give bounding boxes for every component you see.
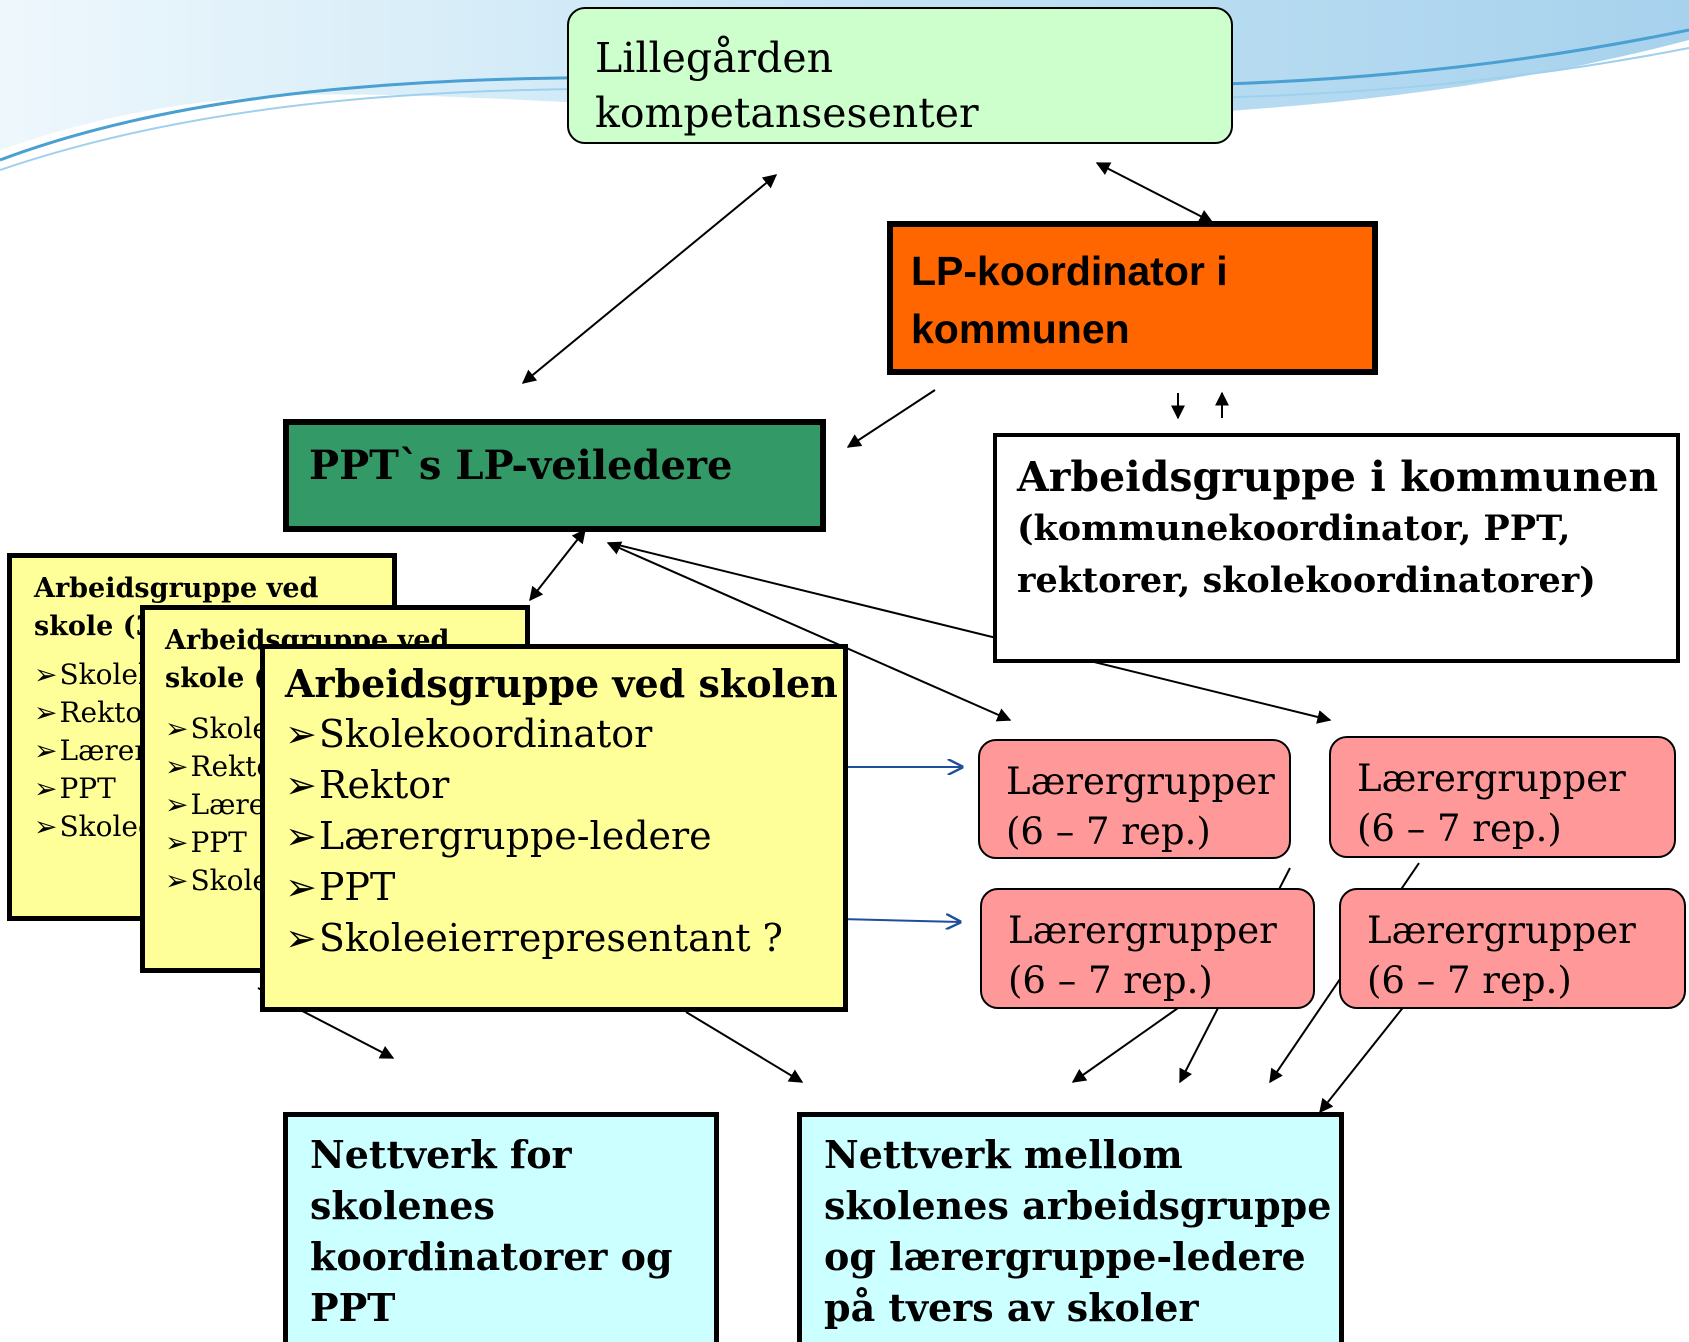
teacher-group-line1: Lærergrupper xyxy=(1367,909,1636,952)
teacher-group-line2: (6 – 7 rep.) xyxy=(1357,807,1562,850)
school-front-item: Lærergruppe-ledere xyxy=(285,811,843,862)
school-back2-title2: skole ( xyxy=(165,663,267,694)
teacher-group-line2: (6 – 7 rep.) xyxy=(1006,810,1211,853)
coordinator-line1: LP-koordinator i xyxy=(911,248,1228,294)
network-coordinators-line: koordinatorer og xyxy=(310,1234,673,1279)
municipal-group-title: Arbeidsgruppe i kommunen xyxy=(1017,453,1659,501)
top-box-competence-center: Lillegården kompetansesenter xyxy=(567,7,1233,144)
school-front-item: Skoleeierrepresentant ? xyxy=(285,913,843,964)
teacher-group-box: Lærergrupper (6 – 7 rep.) xyxy=(978,739,1291,859)
school-front-item: Rektor xyxy=(285,760,843,811)
arrow-ppt-school xyxy=(529,528,586,602)
teacher-group-line1: Lærergrupper xyxy=(1008,909,1277,952)
arrow-tg3-net2 xyxy=(1071,1007,1179,1083)
school-front-title: Arbeidsgruppe ved skolen xyxy=(285,661,838,706)
ppt-box: PPT`s LP-veiledere xyxy=(283,419,826,532)
school-back2-item: PPT xyxy=(165,824,525,862)
ppt-label: PPT`s LP-veiledere xyxy=(309,442,733,489)
school-front-item: PPT xyxy=(285,862,843,913)
network-between-line: på tvers av skoler xyxy=(824,1285,1199,1330)
school-back2-item: Skole xyxy=(165,862,525,900)
school-back1-item: Rektor xyxy=(34,694,392,732)
top-box-line1: Lillegården xyxy=(595,34,834,82)
network-coordinators-line: PPT xyxy=(310,1285,396,1330)
network-coordinators-box: Nettverk for skolenes koordinatorer og P… xyxy=(283,1112,719,1342)
teacher-group-line1: Lærergrupper xyxy=(1357,757,1626,800)
network-between-line: Nettverk mellom xyxy=(824,1132,1183,1177)
coordinator-box: LP-koordinator i kommunen xyxy=(887,221,1378,375)
network-between-box: Nettverk mellom skolenes arbeidsgruppe o… xyxy=(797,1112,1344,1342)
teacher-group-line1: Lærergrupper xyxy=(1006,760,1275,803)
network-between-line: skolenes arbeidsgruppe xyxy=(824,1183,1332,1228)
teacher-group-box: Lærergrupper (6 – 7 rep.) xyxy=(1329,736,1676,858)
municipal-work-group-box: Arbeidsgruppe i kommunen (kommunekoordin… xyxy=(993,433,1680,663)
school-back2-item: Skole xyxy=(165,710,525,748)
network-between-line: og lærergruppe-ledere xyxy=(824,1234,1306,1279)
top-box-line2: kompetansesenter xyxy=(595,89,979,137)
arrow-ppt-teacher2 xyxy=(609,542,1332,724)
teacher-group-box: Lærergrupper (6 – 7 rep.) xyxy=(1339,888,1686,1009)
school-back1-title1: Arbeidsgruppe ved xyxy=(34,573,319,604)
school-back1-item: Skolek xyxy=(34,656,392,694)
school-back2-item: Rekto xyxy=(165,748,525,786)
arrow-coordinator-ppt xyxy=(846,389,936,448)
municipal-group-line3: rektorer, skolekoordinatorer) xyxy=(1017,560,1596,601)
school-back1-title2: skole (3 xyxy=(34,611,155,642)
arrow-ppt-teacher1 xyxy=(606,541,1012,722)
arrow-tg4-net2 xyxy=(1319,1004,1406,1114)
network-coordinators-line: skolenes xyxy=(310,1183,495,1228)
arrow-school-net2 xyxy=(685,1011,804,1083)
coordinator-line2: kommunen xyxy=(911,306,1130,352)
arrow-top-ppt xyxy=(521,174,778,384)
teacher-group-line2: (6 – 7 rep.) xyxy=(1367,959,1572,1002)
teacher-group-line2: (6 – 7 rep.) xyxy=(1008,959,1213,1002)
network-coordinators-line: Nettverk for xyxy=(310,1132,572,1177)
school-group-card-front: Arbeidsgruppe ved skolen Skolekoordinato… xyxy=(260,644,848,1012)
municipal-group-line2: (kommunekoordinator, PPT, xyxy=(1017,508,1571,549)
school-back1-item: PPT xyxy=(34,770,392,808)
school-front-item: Skolekoordinator xyxy=(285,709,843,760)
school-back1-item: Skolee xyxy=(34,808,392,846)
arrow-top-coordinator xyxy=(1095,162,1214,223)
teacher-group-box: Lærergrupper (6 – 7 rep.) xyxy=(980,888,1315,1009)
